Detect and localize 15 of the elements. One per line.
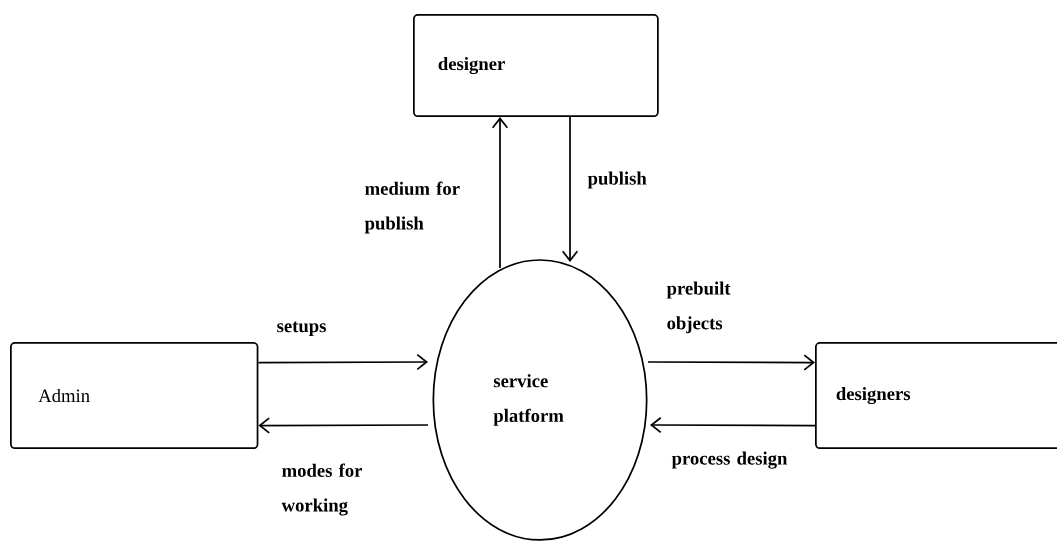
arrow	[647, 354, 815, 371]
arrow	[561, 116, 579, 262]
edge-label: setups	[277, 321, 326, 337]
edge-label: prebuilt objects	[666, 281, 731, 334]
arrow	[257, 353, 428, 371]
edge-label: medium for publish	[364, 181, 460, 234]
edge-label: modes for working	[281, 463, 363, 516]
arrow	[650, 416, 816, 434]
process-box: designers	[815, 342, 1057, 450]
edge-label: publish	[587, 171, 647, 189]
arrow	[258, 417, 429, 434]
edge-label: process design	[671, 451, 788, 469]
process-box: designer	[413, 14, 659, 118]
process-box: Admin	[10, 342, 259, 450]
arrow	[491, 117, 509, 269]
